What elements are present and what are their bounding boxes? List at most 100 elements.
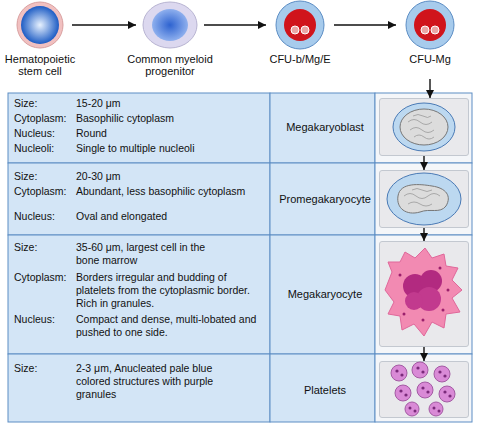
cell-stage-node: Common myeloid progenitor — [136, 1, 204, 79]
platelet — [391, 365, 407, 381]
platelets-drawing — [391, 362, 455, 416]
flow-arrow — [423, 228, 424, 241]
table-cell-value: 15-20 μm — [76, 97, 266, 110]
cfu-drawing — [406, 1, 454, 49]
cfu-drawing — [276, 1, 324, 49]
flow-arrow — [423, 156, 424, 170]
table-cell — [270, 354, 375, 422]
nucleus-lobe — [420, 270, 442, 292]
cell-stage-name: Megakaryocyte — [276, 288, 374, 301]
progenitor-drawing — [143, 2, 197, 48]
cell-membrane — [143, 2, 197, 48]
cell-stage-name: Platelets — [276, 383, 374, 396]
stem-cell-drawing — [17, 2, 63, 48]
cell-stage-node: CFU-b/Mg/E — [266, 1, 334, 79]
cell-stage-node: Hematopoietic stem cell — [8, 1, 72, 79]
table-cell — [270, 93, 375, 163]
cell-stage-label: Hematopoietic stem cell — [0, 53, 85, 77]
granules — [395, 366, 451, 412]
platelet — [405, 402, 419, 416]
nucleus-lobe — [405, 292, 423, 310]
table-cell — [375, 354, 472, 422]
chromatin — [408, 115, 434, 140]
flow-arrow — [423, 347, 424, 361]
cell-stage-node: CFU-Mg — [396, 1, 464, 79]
flow-arrow — [72, 24, 136, 25]
table-cell-value: Borders irregular and budding of platele… — [76, 271, 266, 310]
cell-nucleus — [400, 109, 448, 145]
cell-image-box: Promegakaryocyte — [379, 170, 469, 228]
table-cell-key: Size: — [14, 362, 74, 375]
cell-nucleus — [414, 9, 446, 41]
table-cell-value: Round — [76, 127, 266, 140]
flow-arrow — [204, 24, 266, 25]
platelet — [439, 386, 455, 402]
table-cell-value: 2-3 μm, Anucleated pale blue colored str… — [76, 362, 236, 401]
cell-membrane — [406, 1, 454, 49]
platelet — [429, 402, 443, 416]
table-cell — [8, 163, 270, 235]
nucleolus — [301, 26, 309, 34]
megakaryoblast-drawing — [393, 103, 455, 151]
table-cell-key: Cytoplasm: — [14, 271, 74, 284]
cell-membrane — [393, 103, 455, 151]
table-cell-value: Basophilic cytoplasm — [76, 112, 266, 125]
table-cell-value: Oval and elongated — [76, 210, 266, 223]
table-cell-key: Size: — [14, 97, 74, 110]
table-cell — [270, 235, 375, 354]
table-cell — [270, 163, 375, 235]
table-cell — [8, 354, 270, 422]
chromatin — [404, 189, 440, 207]
cell-membrane — [387, 173, 461, 225]
cell-stage-name: Megakaryoblast — [276, 121, 374, 134]
table-cell-value: 20-30 μm — [76, 170, 271, 183]
table-cell-key: Cytoplasm: — [14, 112, 74, 125]
table-cell-value: Abundant, less basophilic cytoplasm — [76, 185, 271, 198]
platelet — [417, 382, 433, 398]
table-cell-key: Nucleoli: — [14, 142, 74, 155]
table-cell-key: Size: — [14, 241, 74, 254]
cell-image-box: Megakaryoblast — [379, 98, 469, 156]
table-cell — [375, 163, 472, 235]
nucleolus — [291, 26, 299, 34]
cell-nucleus — [21, 6, 59, 44]
cell-stage-label: Common myeloid progenitor — [125, 53, 215, 77]
cell-image-box: Megakaryocyte — [379, 241, 469, 347]
table-grid — [8, 93, 472, 422]
granules — [399, 267, 450, 322]
flow-arrow — [334, 24, 396, 25]
cell-nucleus — [398, 185, 449, 213]
table-cell-key: Nucleus: — [14, 313, 74, 326]
cell-nucleus — [152, 9, 188, 41]
platelet — [434, 366, 450, 382]
cell-stage-label: CFU-b/Mg/E — [255, 53, 345, 65]
platelet — [395, 385, 411, 401]
cell-stage-label: CFU-Mg — [385, 53, 475, 65]
table-cell — [375, 93, 472, 163]
cell-membrane — [276, 1, 324, 49]
table-cell-value: Compact and dense, multi-lobated and pus… — [76, 313, 266, 339]
flow-arrow — [429, 79, 430, 98]
cell-image-box: Platelets — [379, 361, 469, 418]
table-cell-key: Cytoplasm: — [14, 185, 74, 198]
connector-layer — [72, 25, 430, 361]
table-cell-value: 35-60 μm, largest cell in the bone marro… — [76, 241, 216, 267]
cell-membrane — [385, 248, 462, 336]
promegakaryocyte-drawing — [387, 173, 461, 225]
cell-nucleus — [284, 9, 316, 41]
table-cell — [8, 235, 270, 354]
nucleus-lobe — [417, 287, 441, 311]
platelet — [412, 362, 428, 378]
table-cell-key: Size: — [14, 170, 74, 183]
table-cell — [375, 235, 472, 354]
megakaryocyte-drawing — [385, 248, 462, 336]
table-cell — [8, 93, 270, 163]
nucleolus — [431, 26, 439, 34]
nucleolus — [421, 26, 429, 34]
cell-membrane — [17, 2, 63, 48]
table-cell-value: Single to multiple nucleoli — [76, 142, 266, 155]
cell-stage-name: Promegakaryocyte — [276, 193, 374, 206]
table-cell-key: Nucleus: — [14, 127, 74, 140]
